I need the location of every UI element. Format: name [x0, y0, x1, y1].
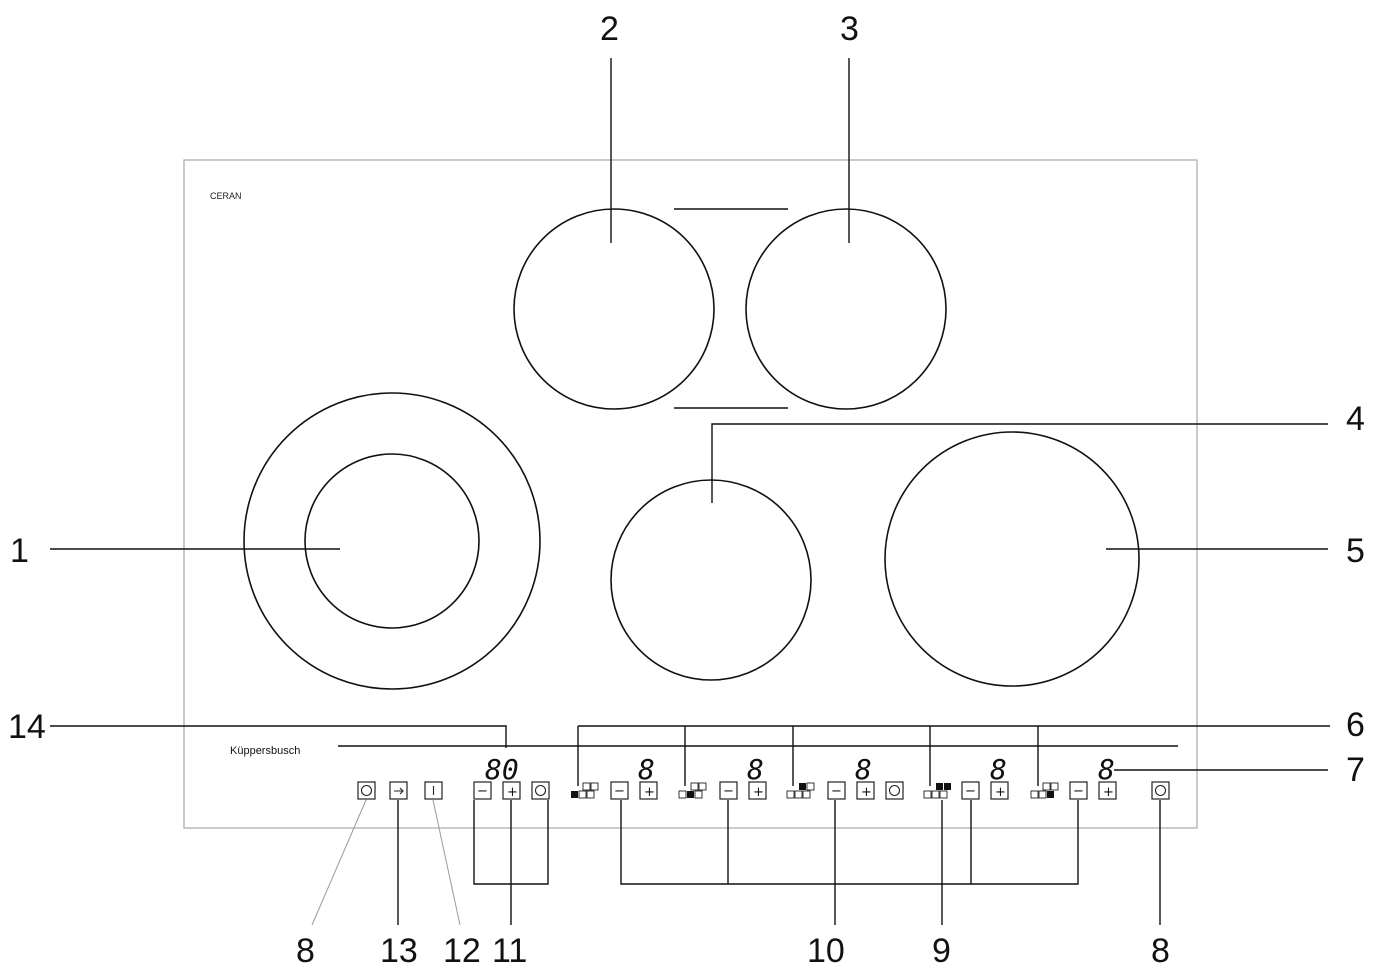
callout-7: 7	[1346, 751, 1365, 789]
leader-14	[50, 725, 507, 748]
leader-4	[711, 423, 1328, 503]
zone-1-minus-button[interactable]: −	[610, 781, 629, 800]
timer-button[interactable]	[531, 781, 550, 800]
callout-12: 12	[443, 932, 481, 970]
zone-3	[745, 208, 947, 410]
zone-4-display: 8	[990, 753, 1007, 786]
plus-icon: +	[507, 785, 518, 800]
plus-icon: +	[995, 785, 1006, 800]
timer-clock-icon	[534, 784, 547, 797]
zone-2	[513, 208, 715, 410]
info-button[interactable]	[424, 781, 443, 800]
minus-icon: −	[831, 784, 842, 799]
timer-display: 80	[485, 753, 519, 786]
zone-2-indicator	[678, 782, 707, 799]
zone-4	[610, 479, 812, 681]
callout-10: 10	[807, 932, 845, 970]
plus-icon: +	[861, 785, 872, 800]
zone-4-minus-button[interactable]: −	[961, 781, 980, 800]
zone-5-plus-button[interactable]: +	[1098, 781, 1117, 800]
zone-5-display: 8	[1098, 753, 1115, 786]
ceran-label: CERAN	[210, 191, 242, 201]
zone-3-plus-button[interactable]: +	[856, 781, 875, 800]
callout-11: 11	[492, 932, 527, 970]
zone-5-indicator	[1030, 782, 1059, 799]
zone-2-plus-button[interactable]: +	[748, 781, 767, 800]
zone-5-minus-button[interactable]: −	[1069, 781, 1088, 800]
key-lock-icon	[394, 787, 404, 795]
leader-10-bracket	[620, 800, 1079, 885]
zone-2-minus-button[interactable]: −	[719, 781, 738, 800]
callout-2: 2	[600, 10, 619, 48]
zone-1-inner-ring	[304, 453, 480, 629]
timer-plus-button[interactable]: +	[502, 781, 521, 800]
leader-12	[432, 799, 461, 926]
callout-5: 5	[1346, 532, 1365, 570]
callout-8-right: 8	[1151, 932, 1170, 970]
timer-minus-button[interactable]: −	[473, 781, 492, 800]
callout-3: 3	[840, 10, 859, 48]
plus-icon: +	[753, 785, 764, 800]
power-button-icon	[1154, 784, 1167, 797]
zone-1-display: 8	[638, 753, 655, 786]
zone-3-indicator	[786, 782, 815, 799]
zone-4-plus-button[interactable]: +	[990, 781, 1009, 800]
zone-4-indicator	[923, 783, 951, 799]
callout-8-left: 8	[296, 932, 315, 970]
minus-icon: −	[477, 784, 488, 799]
callout-6: 6	[1346, 706, 1365, 744]
power-button-left[interactable]	[357, 781, 376, 800]
callout-1: 1	[10, 532, 29, 570]
minus-icon: −	[614, 784, 625, 799]
callout-14: 14	[8, 708, 46, 746]
brand-label: Küppersbusch	[230, 745, 300, 757]
cooktop-outline	[183, 159, 1198, 829]
zone-1-plus-button[interactable]: +	[639, 781, 658, 800]
key-lock-button[interactable]	[389, 781, 408, 800]
plus-icon: +	[1103, 785, 1114, 800]
plus-icon: +	[644, 785, 655, 800]
zone-1-indicator	[571, 782, 599, 799]
power-button-right[interactable]	[1151, 781, 1170, 800]
minus-icon: −	[1073, 784, 1084, 799]
leader-8-left	[311, 799, 367, 926]
callout-9: 9	[932, 932, 951, 970]
minus-icon: −	[723, 784, 734, 799]
zone-3-minus-button[interactable]: −	[827, 781, 846, 800]
minus-icon: −	[965, 784, 976, 799]
callout-4: 4	[1346, 400, 1365, 438]
zone-5	[884, 431, 1140, 687]
callout-13: 13	[380, 932, 418, 970]
zone-3-timer-button[interactable]	[885, 781, 904, 800]
zone-1-outer-ring	[243, 392, 541, 690]
zone-2-display: 8	[747, 753, 764, 786]
timer-clock-icon	[888, 784, 901, 797]
power-button-icon	[360, 784, 373, 797]
zone-3-display: 8	[855, 753, 872, 786]
